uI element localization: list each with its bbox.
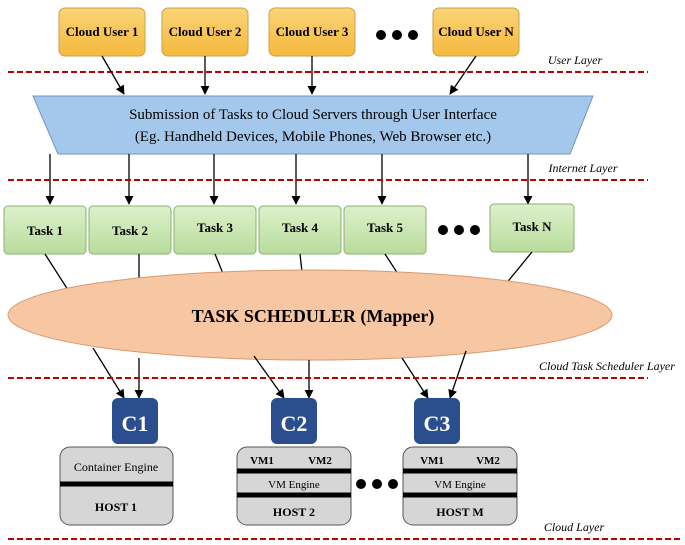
container-c3: C3 bbox=[414, 398, 460, 444]
task-2: Task 2 bbox=[88, 205, 172, 255]
ellipsis-tasks bbox=[438, 225, 480, 235]
ellipsis-users bbox=[376, 30, 418, 40]
task-5-label: Task 5 bbox=[367, 220, 404, 235]
host-1-engine: Container Engine bbox=[74, 460, 158, 474]
cloud-user-n: Cloud User N bbox=[432, 7, 520, 57]
scheduler-layer-label: Cloud Task Scheduler Layer bbox=[539, 359, 675, 373]
host-2-vm1: VM1 bbox=[250, 455, 274, 467]
submission-line-2: (Eg. Handheld Devices, Mobile Phones, We… bbox=[135, 129, 491, 145]
task-5: Task 5 bbox=[343, 205, 427, 255]
cloud-user-2: Cloud User 2 bbox=[161, 7, 249, 57]
container-c2-label: C2 bbox=[281, 411, 308, 436]
task-2-label: Task 2 bbox=[112, 223, 148, 238]
task-3: Task 3 bbox=[173, 205, 257, 255]
cloud-user-1: Cloud User 1 bbox=[58, 7, 146, 57]
user-arrows bbox=[101, 55, 477, 95]
container-c1-label: C1 bbox=[122, 411, 149, 436]
task-1: Task 1 bbox=[3, 205, 87, 255]
container-c2: C2 bbox=[271, 398, 317, 444]
host-2-name: HOST 2 bbox=[273, 505, 315, 519]
user-layer-label: User Layer bbox=[548, 53, 603, 67]
submission-interface: Submission of Tasks to Cloud Servers thr… bbox=[32, 95, 594, 155]
host-2: VM1 VM2 VM Engine HOST 2 bbox=[236, 446, 352, 526]
host-m-name: HOST M bbox=[436, 505, 483, 519]
submission-line-1: Submission of Tasks to Cloud Servers thr… bbox=[129, 107, 497, 123]
cloud-layer-label: Cloud Layer bbox=[544, 520, 605, 534]
host-m-engine: VM Engine bbox=[434, 479, 486, 491]
host-1-name: HOST 1 bbox=[95, 500, 137, 514]
task-4-label: Task 4 bbox=[282, 220, 319, 235]
scheduler-arrows bbox=[92, 347, 467, 399]
cloud-user-2-label: Cloud User 2 bbox=[169, 24, 242, 39]
cloud-user-3: Cloud User 3 bbox=[268, 7, 356, 57]
ellipsis-hosts bbox=[356, 479, 398, 489]
task-3-label: Task 3 bbox=[197, 220, 234, 235]
task-1-label: Task 1 bbox=[27, 223, 63, 238]
task-scheduler: TASK SCHEDULER (Mapper) bbox=[7, 269, 613, 361]
container-c1: C1 bbox=[112, 398, 158, 444]
host-2-engine: VM Engine bbox=[268, 479, 320, 491]
task-n-label: Task N bbox=[513, 219, 553, 234]
host-m: VM1 VM2 VM Engine HOST M bbox=[402, 446, 518, 526]
host-1: Container Engine HOST 1 bbox=[59, 446, 174, 526]
cloud-user-3-label: Cloud User 3 bbox=[276, 24, 349, 39]
host-m-vm2: VM2 bbox=[476, 455, 500, 467]
task-n: Task N bbox=[489, 203, 575, 253]
task-4: Task 4 bbox=[258, 205, 342, 255]
internet-layer-label: Internet Layer bbox=[548, 161, 618, 175]
host-m-vm1: VM1 bbox=[420, 455, 444, 467]
cloud-user-n-label: Cloud User N bbox=[438, 24, 514, 39]
container-c3-label: C3 bbox=[424, 411, 451, 436]
cloud-user-1-label: Cloud User 1 bbox=[66, 24, 139, 39]
task-scheduler-label: TASK SCHEDULER (Mapper) bbox=[192, 306, 435, 327]
host-2-vm2: VM2 bbox=[308, 455, 332, 467]
